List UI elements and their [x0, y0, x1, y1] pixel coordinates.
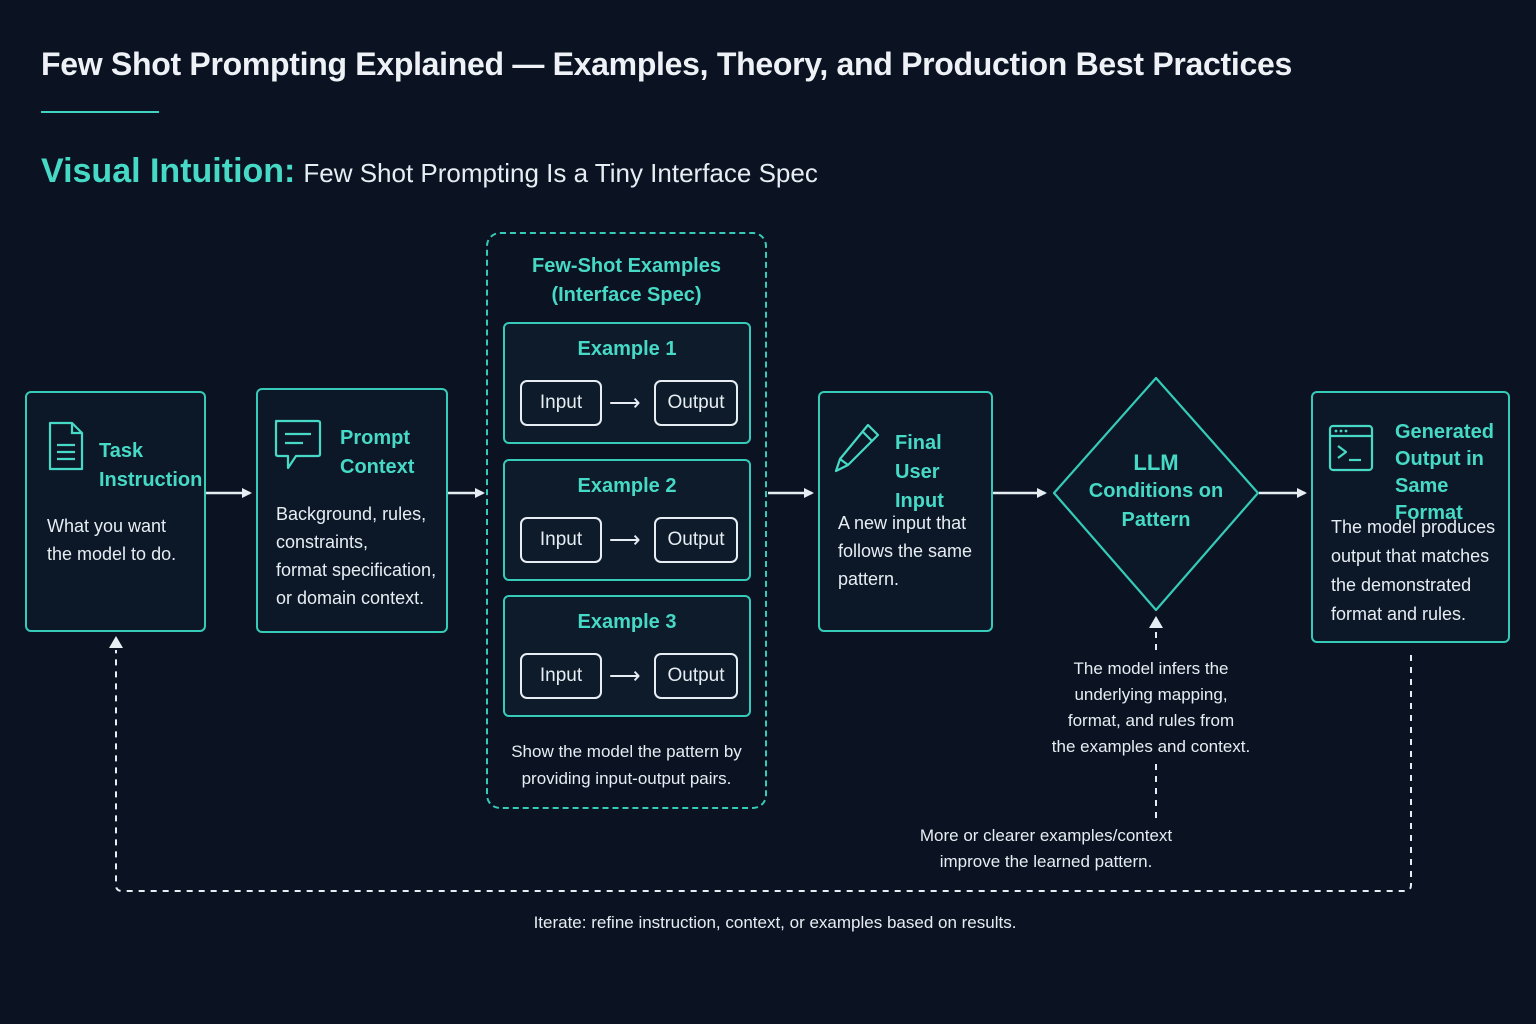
few-shot-examples-group — [486, 232, 767, 809]
improve-note: More or clearer examples/context improve… — [919, 826, 1173, 871]
example-card: Example 2 Input ⟶ Output — [503, 459, 751, 581]
chat-bubble-icon — [274, 419, 322, 470]
task-instruction-title: Task Instruction — [99, 440, 203, 491]
generated-output-desc: The model produces output that matches t… — [1331, 517, 1496, 624]
prompt-context-title: Prompt Context — [340, 427, 415, 478]
example-card: Example 1 Input ⟶ Output — [503, 322, 751, 444]
example-card: Example 3 Input ⟶ Output — [503, 595, 751, 717]
example-label: Example 3 — [577, 611, 677, 633]
example-arrow: ⟶ — [609, 663, 641, 688]
title-underline — [41, 111, 159, 113]
prompt-context-card: Prompt Context Background, rules, constr… — [256, 388, 448, 633]
task-instruction-card: Task Instruction What you want the model… — [25, 391, 206, 632]
generated-output-title: Generated Output in Same Format — [1395, 421, 1494, 524]
llm-diamond — [1052, 376, 1260, 612]
arrowhead-iterate — [109, 636, 123, 648]
subtitle-accent: Visual Intuition: — [41, 152, 296, 190]
few-shot-examples-title: Few-Shot Examples (Interface Spec) — [532, 255, 721, 306]
example-label: Example 1 — [577, 338, 677, 360]
few-shot-examples-caption: Show the model the pattern by providing … — [511, 742, 742, 788]
page-title: Few Shot Prompting Explained — Examples,… — [41, 46, 1292, 82]
example-output-pill: Output — [654, 653, 738, 699]
subtitle-text: Few Shot Prompting Is a Tiny Interface S… — [303, 158, 818, 188]
pencil-icon — [834, 423, 880, 473]
arrowhead-infer — [1149, 616, 1163, 628]
example-input-pill: Input — [520, 653, 602, 699]
final-user-input-card: Final User Input A new input that follow… — [818, 391, 993, 632]
example-label: Example 2 — [577, 475, 677, 497]
example-input-pill: Input — [520, 380, 602, 426]
prompt-context-desc: Background, rules, constraints, format s… — [276, 504, 437, 608]
section-subtitle: Visual Intuition:Few Shot Prompting Is a… — [41, 152, 818, 191]
infer-note: The model infers the underlying mapping,… — [1051, 659, 1251, 756]
generated-output-card: Generated Output in Same Format The mode… — [1311, 391, 1510, 643]
iterate-note: Iterate: refine instruction, context, or… — [533, 913, 1017, 932]
example-output-pill: Output — [654, 380, 738, 426]
example-output-pill: Output — [654, 517, 738, 563]
llm-node-label: LLM Conditions on Pattern — [1088, 450, 1224, 531]
example-arrow: ⟶ — [609, 390, 641, 415]
final-user-input-desc: A new input that follows the same patter… — [838, 513, 973, 589]
iterate-loop — [115, 650, 1412, 892]
example-input-pill: Input — [520, 517, 602, 563]
terminal-icon — [1328, 424, 1374, 472]
task-instruction-desc: What you want the model to do. — [47, 516, 177, 564]
example-arrow: ⟶ — [609, 527, 641, 552]
document-icon — [48, 421, 84, 471]
final-user-input-title: Final User Input — [895, 432, 944, 512]
